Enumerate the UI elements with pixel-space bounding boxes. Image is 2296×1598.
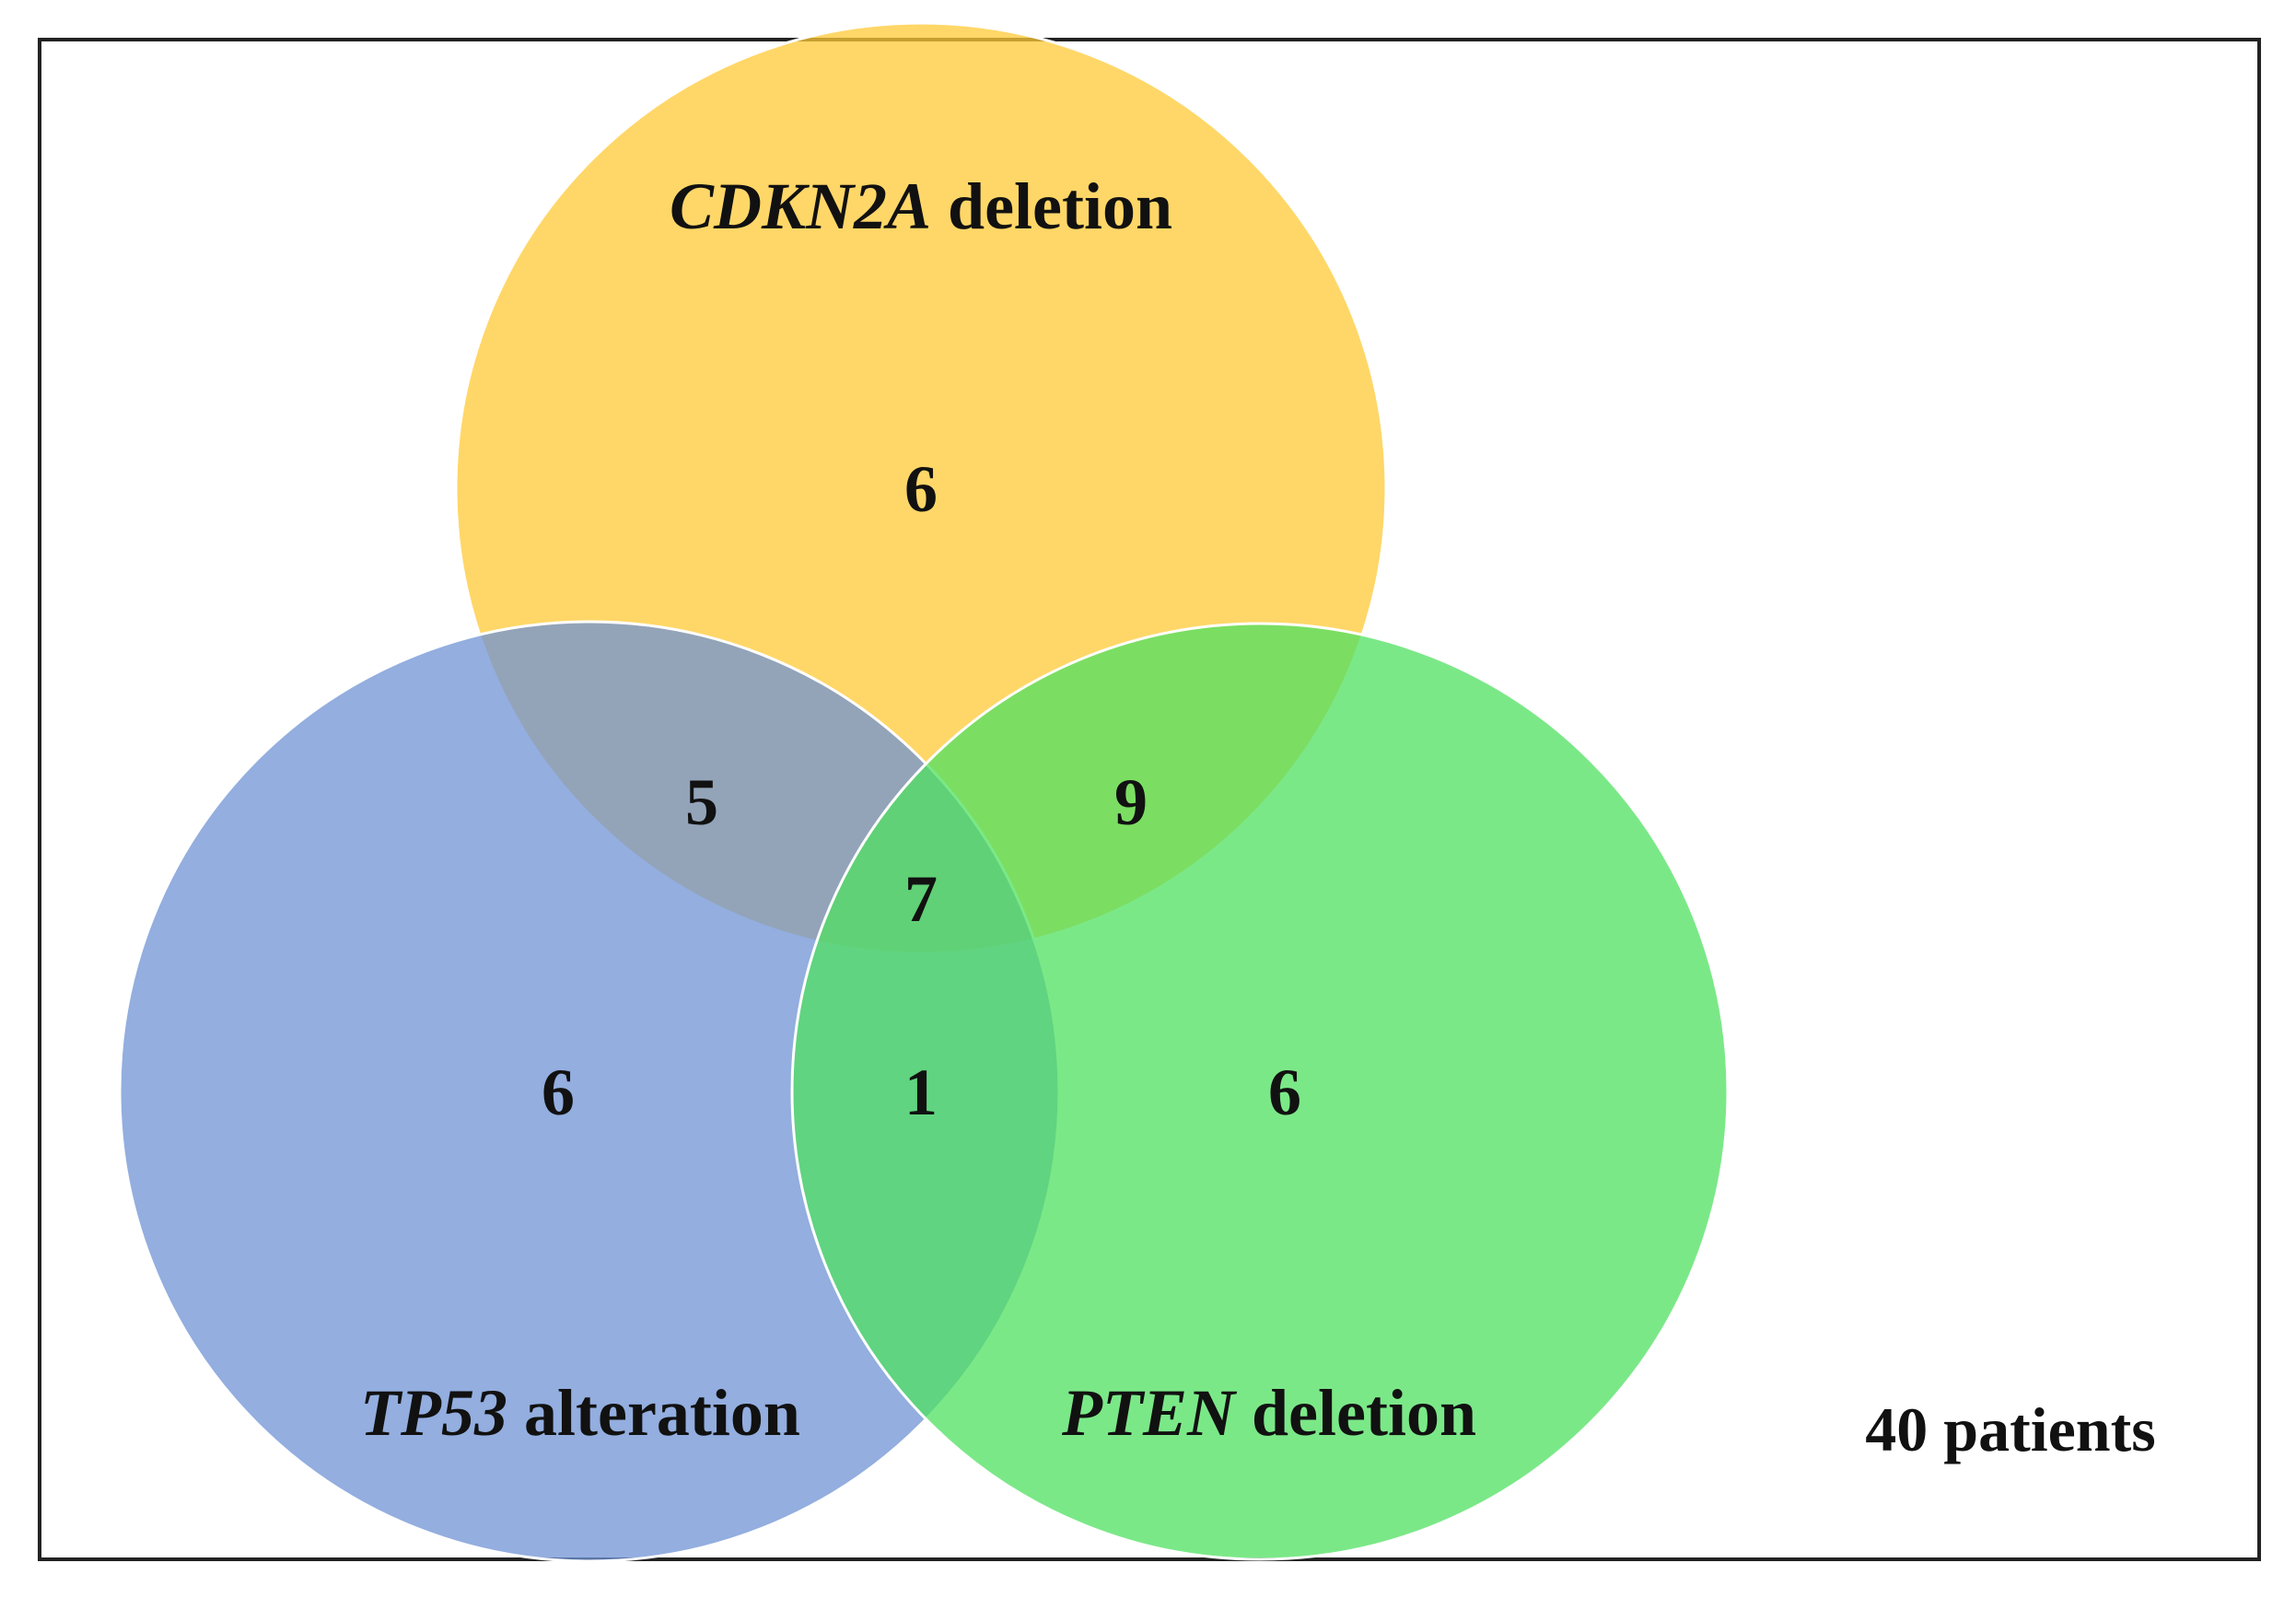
set-label-pten-gene: PTEN bbox=[1061, 1376, 1238, 1450]
count-tp53-only: 6 bbox=[542, 1056, 575, 1129]
count-pten-only: 6 bbox=[1268, 1056, 1301, 1129]
set-label-tp53-suffix: alteration bbox=[507, 1376, 800, 1450]
set-circle-pten bbox=[790, 622, 1730, 1561]
count-cdkn2a-tp53: 5 bbox=[685, 765, 718, 839]
set-label-pten-suffix: deletion bbox=[1235, 1376, 1476, 1450]
set-label-tp53-gene: TP53 bbox=[360, 1376, 507, 1450]
count-tp53-pten: 1 bbox=[904, 1056, 938, 1129]
set-label-cdkn2a-suffix: deletion bbox=[931, 169, 1172, 243]
set-label-tp53: TP53 alteration bbox=[360, 1376, 800, 1450]
count-cdkn2a-pten: 9 bbox=[1114, 765, 1148, 839]
total-patients-label: 40 patients bbox=[1865, 1394, 2155, 1464]
count-all-three: 7 bbox=[904, 862, 938, 936]
count-cdkn2a-only: 6 bbox=[904, 452, 938, 526]
set-label-cdkn2a-gene: CDKN2A bbox=[670, 169, 931, 243]
set-label-pten: PTEN deletion bbox=[1061, 1376, 1476, 1450]
set-label-cdkn2a: CDKN2A deletion bbox=[670, 169, 1172, 243]
